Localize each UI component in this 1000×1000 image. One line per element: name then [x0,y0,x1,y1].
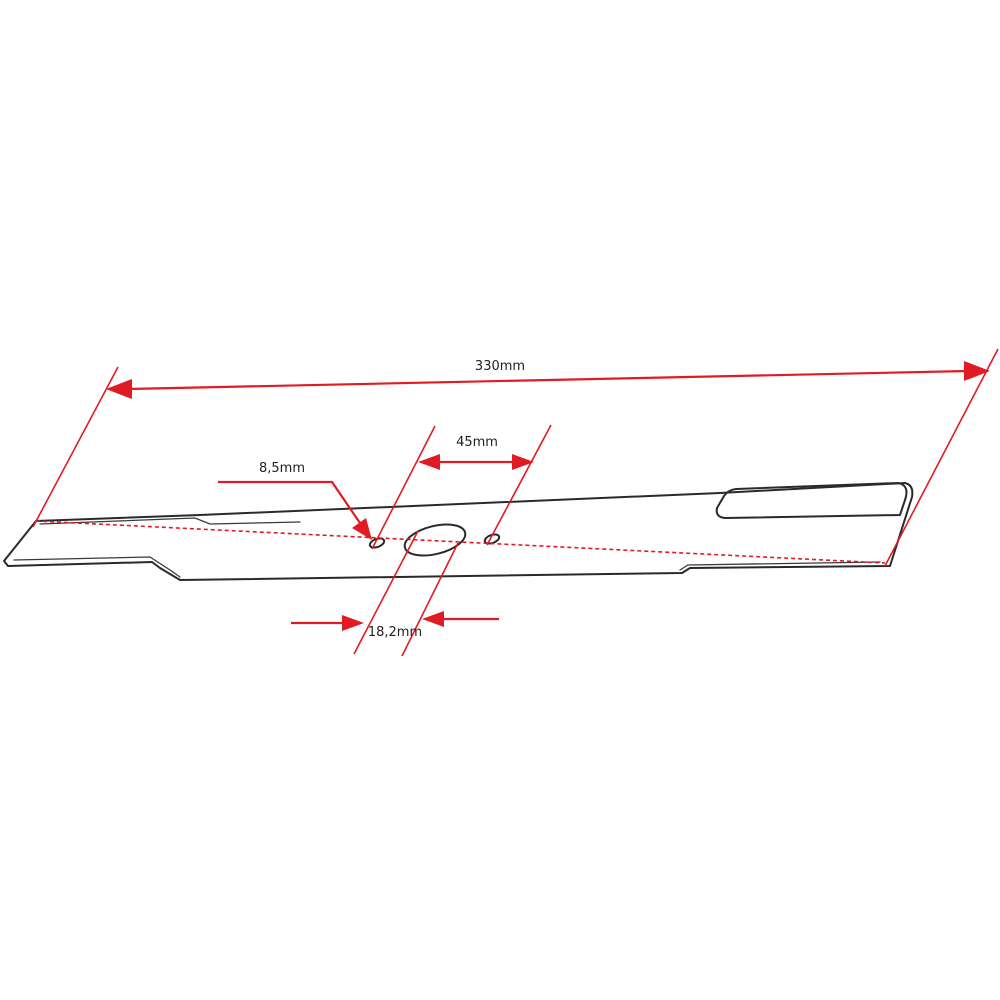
center-extension-right [401,542,459,657]
blade-edge-right [679,561,881,571]
small-hole-leader [218,480,363,527]
overall-dimension-line [127,369,969,391]
bolt-arrowhead-left [418,454,440,470]
center-hole-label: 18,2mm [368,625,422,640]
small-hole-dimension: 8,5mm [218,461,372,540]
blade-outline [3,482,914,581]
center-arrowhead-right [422,611,444,627]
extension-line-left [32,366,119,528]
bolt-spacing-dimension: 45mm [371,424,552,550]
bolt-spacing-label: 45mm [456,435,498,450]
center-extension-left [353,530,419,655]
small-hole-label: 8,5mm [259,461,305,476]
overall-length-label: 330mm [475,359,525,374]
center-hole [403,523,467,557]
left-bolt-hole [368,537,386,549]
blade-bevel-lower-left [13,556,181,578]
bolt-extension-left [371,425,436,550]
arrowhead-left [106,379,132,399]
small-hole-arrowhead [352,518,372,540]
overall-length-dimension: 330mm [32,348,999,567]
center-arrowhead-left [342,615,364,631]
blade-drawing [3,482,914,581]
right-bolt-hole [483,533,501,545]
bolt-extension-right [486,424,552,546]
center-hole-dimension: 18,2mm [291,530,499,657]
blade-bevel-left [39,517,301,525]
bolt-arrowhead-right [512,454,534,470]
center-line [35,520,886,564]
blade-wing-slot [715,482,908,519]
extension-line-right [884,348,999,567]
arrowhead-right [964,361,990,381]
